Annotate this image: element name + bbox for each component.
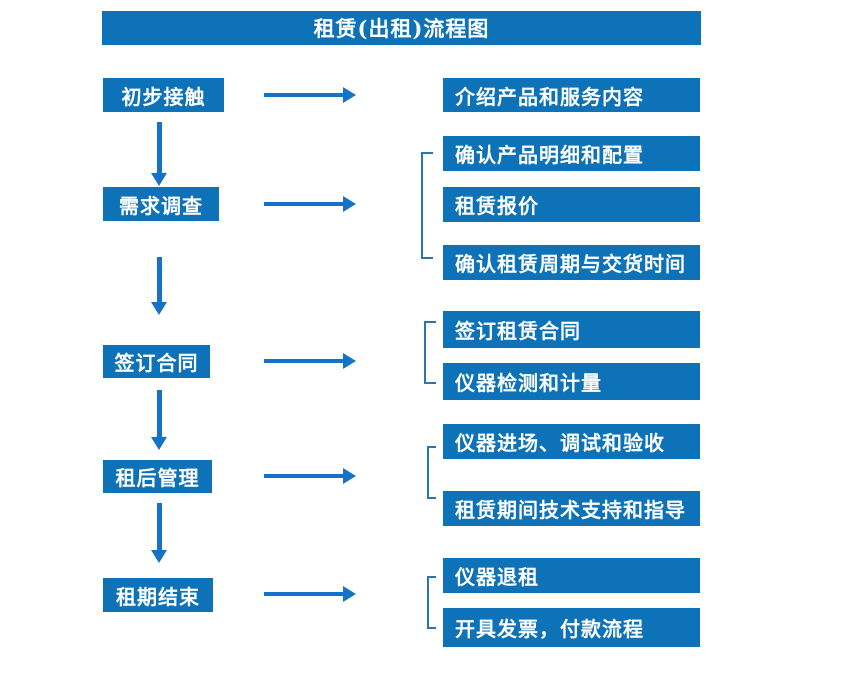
step-sign-contract: 签订合同: [103, 345, 210, 378]
arrow-down-icon: [151, 257, 167, 315]
output-rental-quotation: 租赁报价: [443, 187, 700, 222]
arrow-down-icon: [151, 122, 167, 186]
arrow-right-icon: [264, 586, 356, 602]
output-confirm-rental-period: 确认租赁周期与交货时间: [443, 245, 700, 280]
arrow-right-icon: [264, 468, 356, 484]
output-confirm-product-details: 确认产品明细和配置: [443, 136, 700, 171]
group-bracket: [421, 152, 433, 259]
output-technical-support: 租赁期间技术支持和指导: [443, 491, 700, 526]
group-bracket: [427, 446, 436, 499]
output-instrument-testing: 仪器检测和计量: [443, 363, 700, 400]
arrow-right-icon: [264, 353, 356, 369]
group-bracket: [427, 576, 436, 629]
output-instrument-return: 仪器退租: [443, 558, 700, 593]
step-demand-survey: 需求调查: [103, 187, 219, 221]
arrow-down-icon: [151, 503, 167, 563]
flowchart-title: 租赁(出租)流程图: [102, 11, 701, 45]
arrow-down-icon: [151, 390, 167, 450]
step-initial-contact: 初步接触: [103, 78, 224, 112]
output-sign-rental-contract: 签订租赁合同: [443, 311, 700, 348]
group-bracket: [424, 321, 436, 384]
step-rental-end: 租期结束: [103, 578, 213, 612]
arrow-right-icon: [264, 87, 356, 103]
output-introduce-products: 介绍产品和服务内容: [443, 78, 700, 112]
output-invoice-payment: 开具发票，付款流程: [443, 608, 700, 647]
output-instrument-setup-acceptance: 仪器进场、调试和验收: [443, 424, 700, 459]
step-post-rental-management: 租后管理: [103, 460, 212, 493]
arrow-right-icon: [264, 196, 356, 212]
